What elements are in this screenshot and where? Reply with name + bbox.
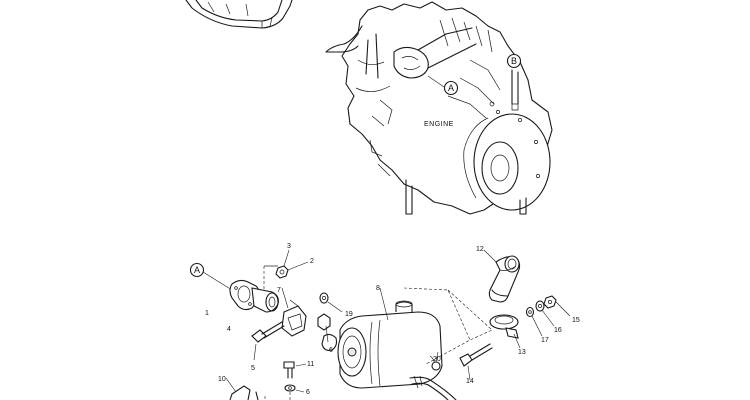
bracket-clamp-7 — [281, 299, 307, 337]
svg-text:B: B — [511, 56, 517, 66]
nut-6-upper — [317, 313, 331, 331]
part-number-7: 7 — [277, 287, 281, 294]
part-number-13: 13 — [518, 349, 526, 356]
part-number-15: 15 — [572, 317, 580, 324]
part-number-11: 11 — [307, 361, 314, 368]
top-left-cover-part — [185, 0, 293, 29]
flywheel-housing — [473, 113, 551, 211]
part-number-14: 14 — [466, 378, 474, 385]
bracket-10 — [229, 385, 259, 400]
part-number-labels: 1 2 3 4 5 6 6 7 8 10 11 12 13 14 15 16 1… — [205, 243, 580, 396]
callout-a-top: A — [427, 75, 459, 96]
bolt-14 — [459, 343, 493, 367]
part-number-20: 20 — [433, 356, 441, 363]
part-number-16: 16 — [554, 327, 562, 334]
clamp-13 — [489, 314, 519, 339]
washer-6-lower — [284, 384, 296, 392]
nut-16 — [535, 300, 545, 312]
part-number-12: 12 — [476, 246, 484, 253]
engine-assembly — [325, 1, 553, 215]
part-number-17: 17 — [541, 337, 549, 344]
exhaust-pipe-12 — [488, 255, 521, 303]
callout-b-top: B — [506, 53, 522, 69]
part-number-19: 19 — [345, 311, 353, 318]
part-number-2: 2 — [310, 258, 314, 265]
bolt-5 — [251, 321, 285, 343]
svg-text:A: A — [448, 83, 454, 93]
washer-17 — [525, 306, 535, 318]
callout-a-bottom: A — [189, 262, 233, 291]
part-number-6-lower: 6 — [306, 389, 310, 396]
muffler-8 — [337, 300, 443, 389]
bolt-11 — [283, 361, 295, 379]
part-number-4: 4 — [227, 326, 231, 333]
part-number-8: 8 — [376, 285, 380, 292]
nut-washer-3-2 — [275, 265, 289, 279]
part-number-3: 3 — [287, 243, 291, 250]
exhaust-flange-elbow — [229, 279, 279, 313]
bolt-near-muffler — [321, 333, 338, 351]
svg-text:A: A — [194, 265, 200, 275]
part-number-6-upper: 6 — [329, 347, 333, 354]
part-number-10: 10 — [218, 376, 226, 383]
engine-label: ENGINE — [424, 121, 454, 128]
part-number-1: 1 — [205, 310, 209, 317]
part-number-5: 5 — [251, 365, 255, 372]
nut-15 — [543, 295, 557, 309]
washer-19 — [319, 292, 329, 304]
